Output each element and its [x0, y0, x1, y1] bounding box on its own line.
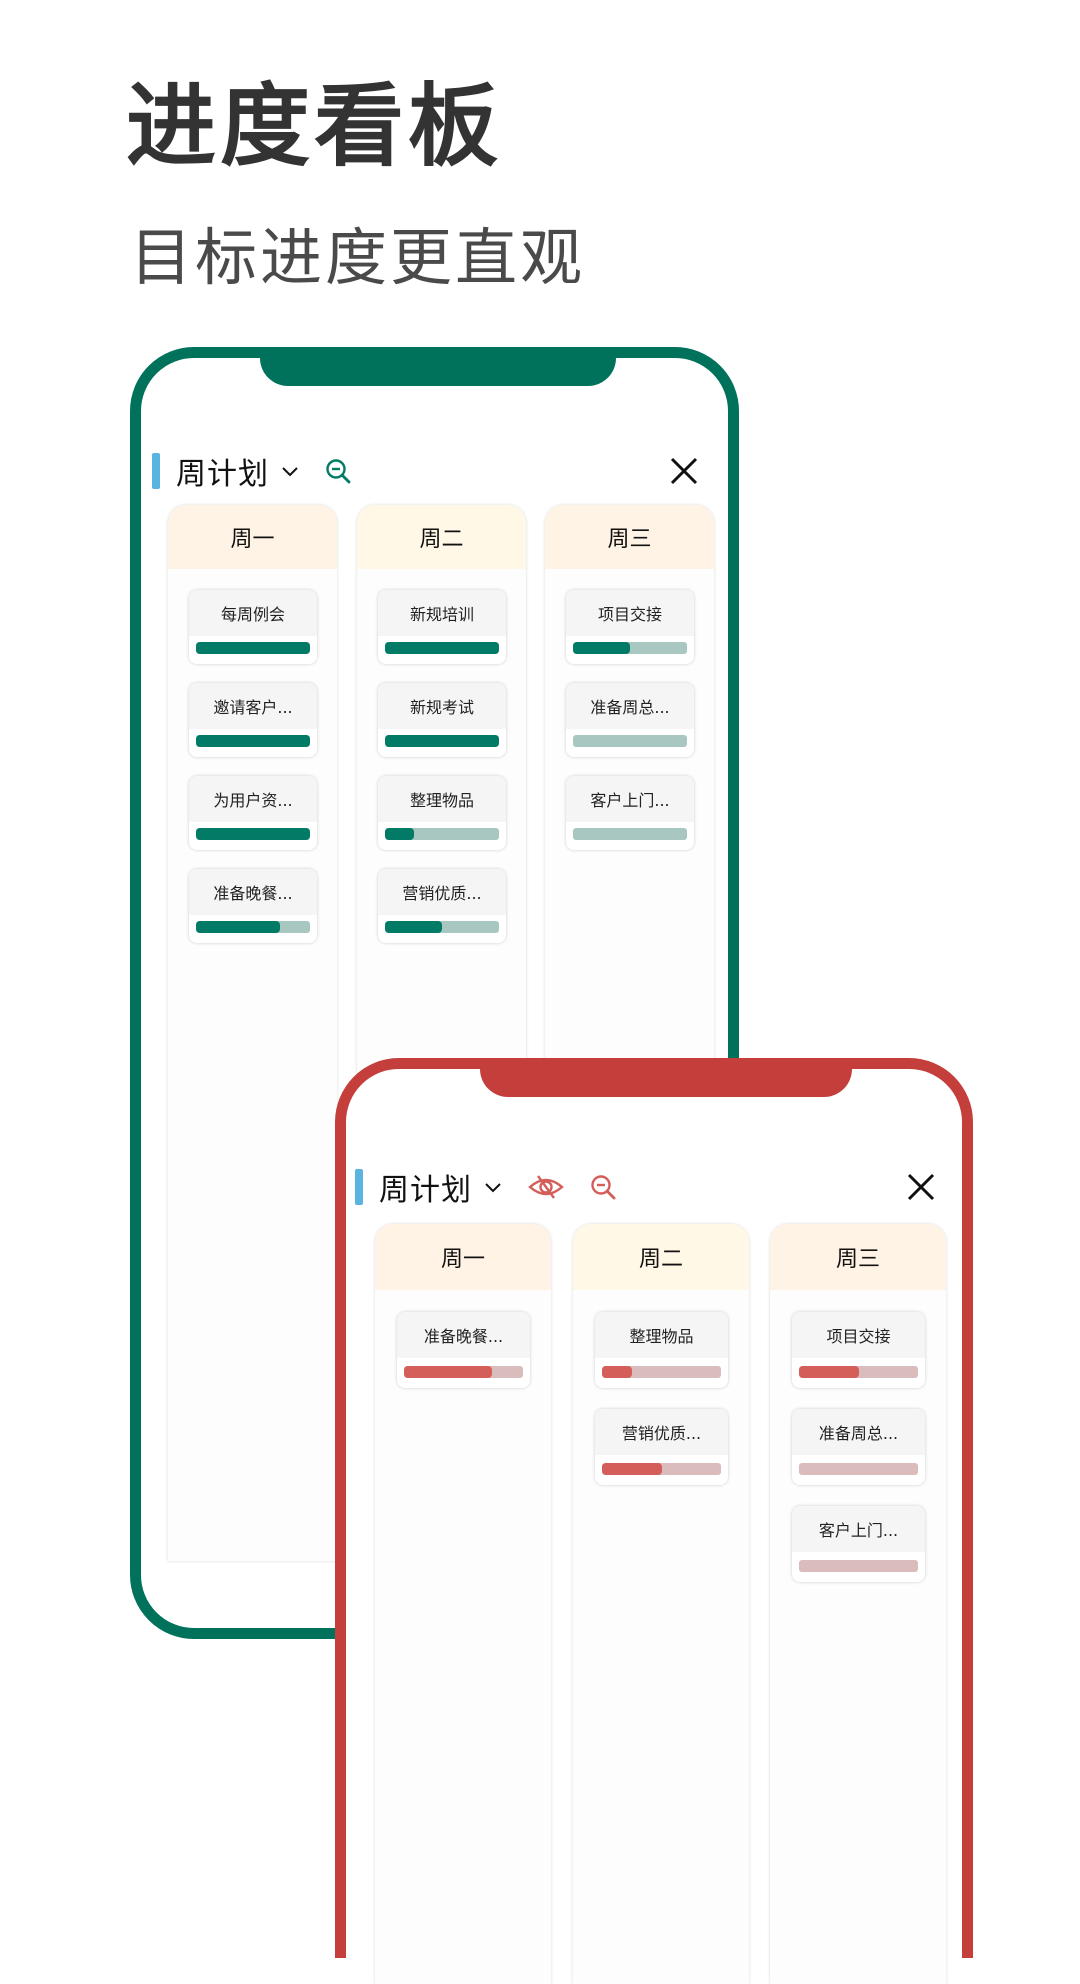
day-column-mon: 周一 每周例会 邀请客户... 为用户资... 准备晚餐...: [168, 505, 337, 1561]
task-card[interactable]: 项目交接: [566, 590, 694, 664]
task-title: 准备周总...: [566, 683, 694, 729]
task-title: 客户上门...: [566, 776, 694, 822]
task-card[interactable]: 新规考试: [378, 683, 506, 757]
task-card[interactable]: 准备晚餐...: [189, 869, 317, 943]
phone-notch: [260, 356, 616, 386]
progress-bar: [573, 828, 687, 840]
progress-bar: [573, 642, 687, 654]
task-card[interactable]: 准备晚餐...: [397, 1312, 530, 1388]
column-header: 周一: [168, 505, 337, 569]
progress-bar: [602, 1366, 721, 1378]
hero-subtitle: 目标进度更直观: [130, 221, 586, 294]
chevron-down-icon[interactable]: [279, 460, 301, 482]
task-title: 整理物品: [595, 1312, 728, 1358]
task-card[interactable]: 整理物品: [378, 776, 506, 850]
column-header: 周三: [770, 1224, 946, 1290]
task-card[interactable]: 为用户资...: [189, 776, 317, 850]
progress-bar: [385, 921, 499, 933]
column-header: 周三: [545, 505, 714, 569]
progress-bar: [385, 828, 499, 840]
board-toolbar: 周计划: [141, 451, 728, 492]
zoom-out-icon: [591, 1175, 616, 1200]
task-title: 准备周总...: [792, 1409, 925, 1455]
task-title: 新规考试: [378, 683, 506, 729]
progress-bar: [602, 1463, 721, 1475]
progress-bar: [799, 1560, 918, 1572]
task-title: 项目交接: [792, 1312, 925, 1358]
task-title: 客户上门...: [792, 1506, 925, 1552]
hide-completed-button[interactable]: [526, 1172, 566, 1202]
task-card[interactable]: 营销优质...: [595, 1409, 728, 1485]
phone-notch: [480, 1067, 852, 1097]
chevron-down-icon[interactable]: [482, 1176, 504, 1198]
hero-title: 进度看板: [126, 74, 502, 179]
zoom-out-icon: [326, 459, 351, 484]
close-icon[interactable]: [904, 1170, 938, 1204]
task-title: 新规培训: [378, 590, 506, 636]
task-card[interactable]: 新规培训: [378, 590, 506, 664]
task-title: 项目交接: [566, 590, 694, 636]
task-title: 为用户资...: [189, 776, 317, 822]
task-title: 邀请客户...: [189, 683, 317, 729]
task-card[interactable]: 邀请客户...: [189, 683, 317, 757]
phone-mockup-red: 周计划 周一 准备晚餐... 周二 整理物品 营销优质... 周三 项目交接: [335, 1058, 973, 1984]
progress-bar: [196, 828, 310, 840]
eye-off-icon: [528, 1175, 564, 1199]
progress-bar: [196, 921, 310, 933]
close-icon[interactable]: [667, 454, 701, 488]
day-column-tue: 周二 整理物品 营销优质...: [573, 1224, 749, 1984]
task-title: 准备晚餐...: [397, 1312, 530, 1358]
task-title: 整理物品: [378, 776, 506, 822]
progress-bar: [385, 735, 499, 747]
task-title: 每周例会: [189, 590, 317, 636]
day-column-mon: 周一 准备晚餐...: [375, 1224, 551, 1984]
task-title: 准备晚餐...: [189, 869, 317, 915]
plan-selector-label[interactable]: 周计划: [176, 457, 269, 492]
zoom-out-button[interactable]: [323, 456, 353, 486]
task-card[interactable]: 客户上门...: [566, 776, 694, 850]
column-header: 周二: [573, 1224, 749, 1290]
task-card[interactable]: 准备周总...: [566, 683, 694, 757]
zoom-out-button[interactable]: [588, 1172, 618, 1202]
progress-bar: [799, 1463, 918, 1475]
task-card[interactable]: 营销优质...: [378, 869, 506, 943]
progress-bar: [385, 642, 499, 654]
task-card[interactable]: 项目交接: [792, 1312, 925, 1388]
progress-bar: [573, 735, 687, 747]
progress-bar: [404, 1366, 523, 1378]
task-title: 营销优质...: [595, 1409, 728, 1455]
day-column-wed: 周三 项目交接 准备周总... 客户上门...: [770, 1224, 946, 1984]
task-card[interactable]: 整理物品: [595, 1312, 728, 1388]
plan-selector-label[interactable]: 周计划: [379, 1173, 472, 1208]
title-accent-bar: [355, 1169, 363, 1205]
task-title: 营销优质...: [378, 869, 506, 915]
progress-bar: [196, 642, 310, 654]
column-header: 周二: [357, 505, 526, 569]
title-accent-bar: [152, 453, 160, 489]
column-header: 周一: [375, 1224, 551, 1290]
progress-bar: [799, 1366, 918, 1378]
task-card[interactable]: 每周例会: [189, 590, 317, 664]
board-toolbar: 周计划: [346, 1167, 962, 1208]
progress-bar: [196, 735, 310, 747]
task-card[interactable]: 准备周总...: [792, 1409, 925, 1485]
task-card[interactable]: 客户上门...: [792, 1506, 925, 1582]
